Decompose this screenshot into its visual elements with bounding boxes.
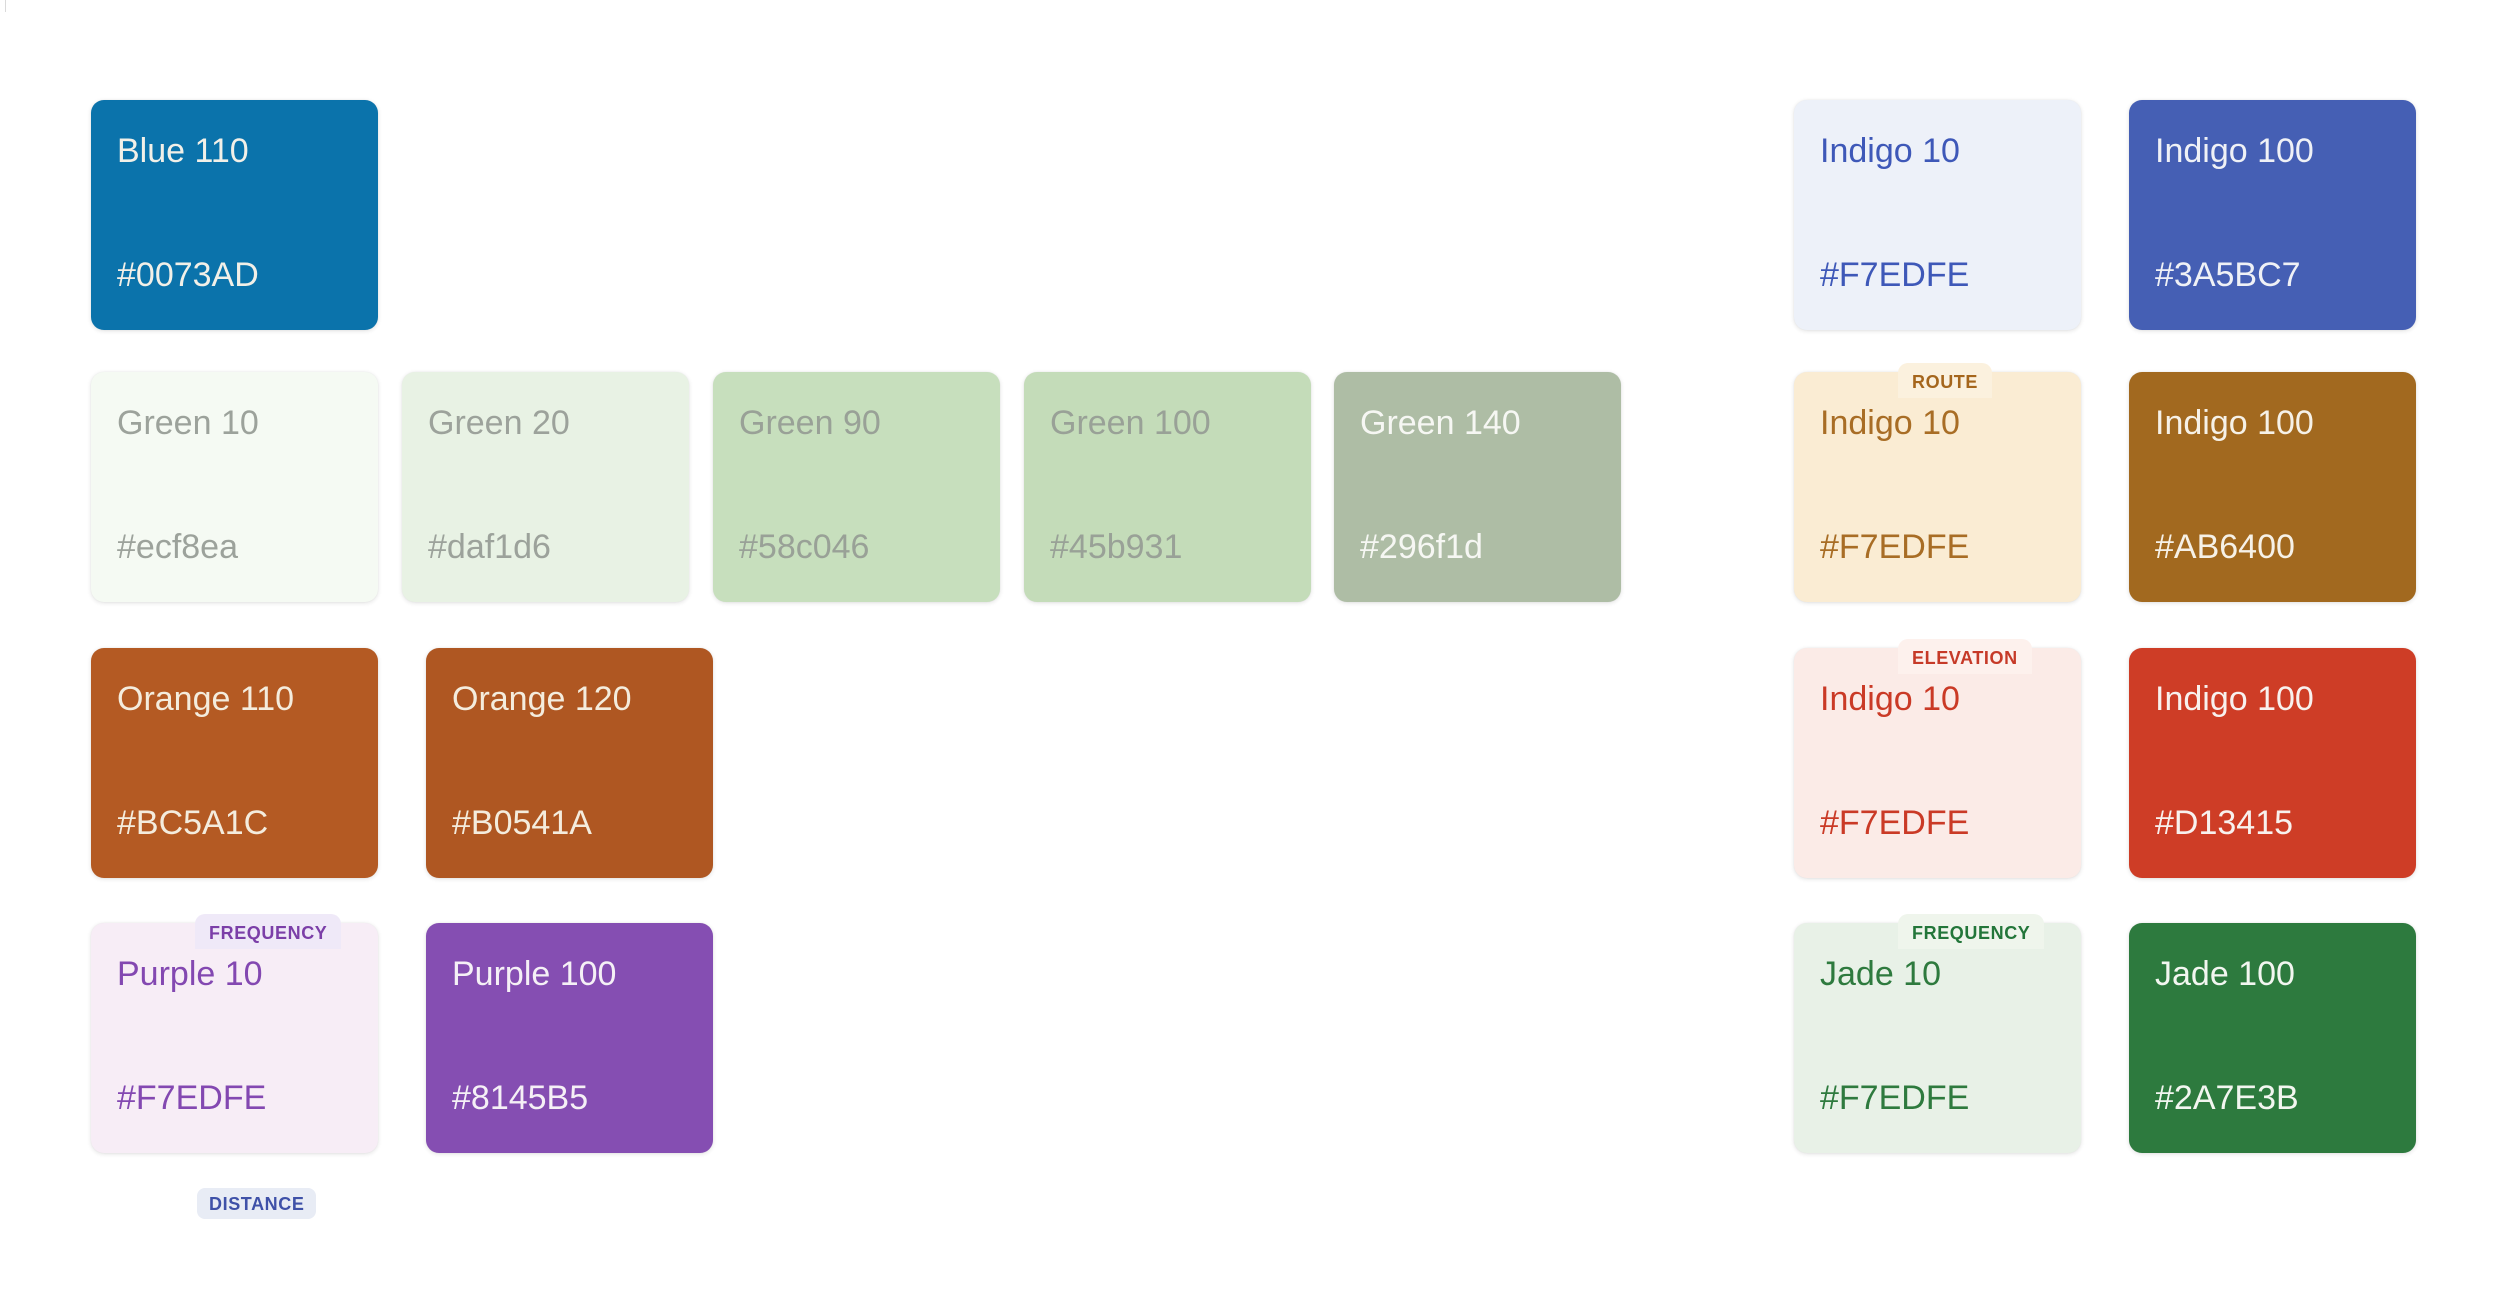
swatch-name: Orange 120 [452, 680, 632, 718]
swatch-indigo-10-route: ROUTE Indigo 10 #F7EDFE [1794, 363, 2081, 602]
swatch-name: Green 100 [1050, 404, 1211, 442]
swatch-blue-110: Blue 110 #0073AD [91, 100, 378, 330]
swatch-hex: #F7EDFE [117, 1079, 267, 1118]
swatch-hex: #ecf8ea [117, 528, 238, 567]
swatch-name: Indigo 100 [2155, 132, 2314, 170]
tag-elevation: ELEVATION [1898, 639, 2032, 674]
swatch-indigo-100: Indigo 100 #3A5BC7 [2129, 100, 2416, 330]
swatch-orange-120: Orange 120 #B0541A [426, 648, 713, 878]
swatch-hex: #8145B5 [452, 1079, 589, 1118]
swatch-name: Indigo 10 [1820, 404, 1960, 442]
tag-frequency-jade: FREQUENCY [1898, 914, 2045, 949]
swatch-green-140: Green 140 #296f1d [1334, 372, 1621, 602]
swatch-hex: #F7EDFE [1820, 256, 1970, 295]
swatch-name: Green 20 [428, 404, 570, 442]
swatch-hex: #F7EDFE [1820, 804, 1970, 843]
swatch-indigo-100-elevation: Indigo 100 #D13415 [2129, 648, 2416, 878]
swatch-hex: #daf1d6 [428, 528, 551, 567]
swatch-hex: #BC5A1C [117, 804, 269, 843]
swatch-hex: #F7EDFE [1820, 1079, 1970, 1118]
swatch-name: Green 140 [1360, 404, 1521, 442]
swatch-name: Indigo 10 [1820, 132, 1960, 170]
tag-frequency: FREQUENCY [195, 914, 342, 949]
page-frame-corner [5, 0, 6, 12]
swatch-green-10: Green 10 #ecf8ea [91, 372, 378, 602]
swatch-hex: #296f1d [1360, 528, 1483, 567]
badge-distance: DISTANCE [197, 1188, 317, 1219]
swatch-hex: #AB6400 [2155, 528, 2295, 567]
swatch-name: Green 10 [117, 404, 259, 442]
swatch-indigo-10: Indigo 10 #F7EDFE [1794, 100, 2081, 330]
swatch-jade-100: Jade 100 #2A7E3B [2129, 923, 2416, 1153]
swatch-hex: #58c046 [739, 528, 870, 567]
swatch-purple-10: FREQUENCY Purple 10 #F7EDFE [91, 914, 378, 1153]
swatch-name: Indigo 100 [2155, 680, 2314, 718]
swatch-jade-10: FREQUENCY Jade 10 #F7EDFE [1794, 914, 2081, 1153]
swatch-name: Blue 110 [117, 132, 249, 170]
swatch-purple-100: Purple 100 #8145B5 [426, 923, 713, 1153]
swatch-name: Green 90 [739, 404, 881, 442]
tag-route: ROUTE [1898, 363, 1992, 398]
swatch-green-100: Green 100 #45b931 [1024, 372, 1311, 602]
swatch-hex: #45b931 [1050, 528, 1183, 567]
swatch-name: Indigo 10 [1820, 680, 1960, 718]
swatch-name: Indigo 100 [2155, 404, 2314, 442]
swatch-hex: #F7EDFE [1820, 528, 1970, 567]
swatch-name: Purple 10 [117, 955, 263, 993]
swatch-name: Orange 110 [117, 680, 295, 718]
swatch-name: Jade 100 [2155, 955, 2295, 993]
swatch-hex: #3A5BC7 [2155, 256, 2301, 295]
swatch-hex: #0073AD [117, 256, 259, 295]
swatch-indigo-10-elevation: ELEVATION Indigo 10 #F7EDFE [1794, 639, 2081, 878]
swatch-hex: #2A7E3B [2155, 1079, 2299, 1118]
swatch-hex: #B0541A [452, 804, 592, 843]
swatch-name: Purple 100 [452, 955, 617, 993]
swatch-hex: #D13415 [2155, 804, 2294, 843]
swatch-name: Jade 10 [1820, 955, 1941, 993]
swatch-green-20: Green 20 #daf1d6 [402, 372, 689, 602]
swatch-orange-110: Orange 110 #BC5A1C [91, 648, 378, 878]
swatch-indigo-100-route: Indigo 100 #AB6400 [2129, 372, 2416, 602]
swatch-green-90: Green 90 #58c046 [713, 372, 1000, 602]
